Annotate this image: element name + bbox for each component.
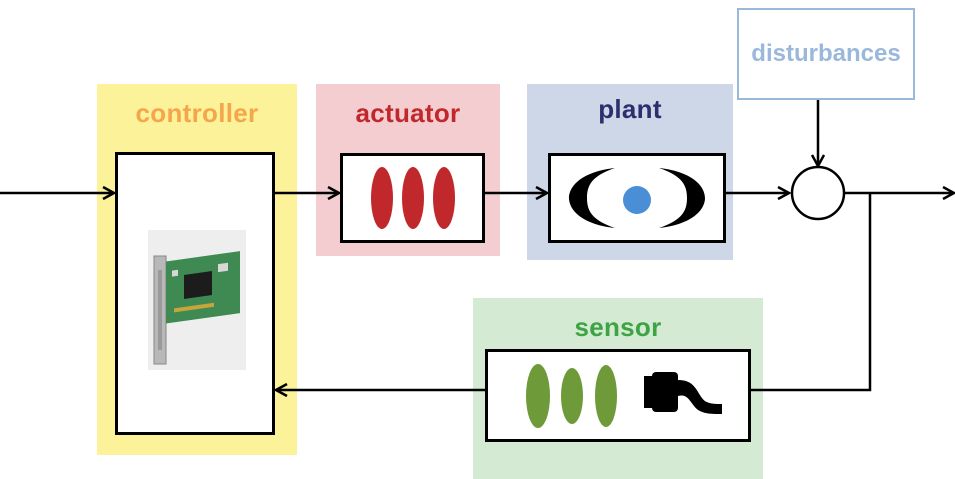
red-ellipses-icon	[371, 167, 455, 229]
plant-block	[548, 153, 726, 243]
disturbances-label: disturbances	[751, 40, 901, 67]
actuator-block	[340, 153, 485, 243]
plant-label: plant	[598, 94, 662, 124]
probe-plug-icon	[644, 372, 722, 414]
sensor-block	[485, 349, 751, 442]
controller-block	[115, 152, 275, 435]
eye-icon	[569, 166, 707, 230]
circuit-board-icon	[148, 230, 246, 370]
disturbances-box: disturbances	[737, 8, 915, 100]
feedback-line	[751, 193, 872, 392]
sensor-label: sensor	[574, 312, 662, 342]
green-ellipses-icon	[526, 364, 617, 428]
controller-label: controller	[135, 98, 259, 128]
actuator-label: actuator	[355, 98, 461, 128]
summing-junction-icon	[790, 165, 846, 221]
